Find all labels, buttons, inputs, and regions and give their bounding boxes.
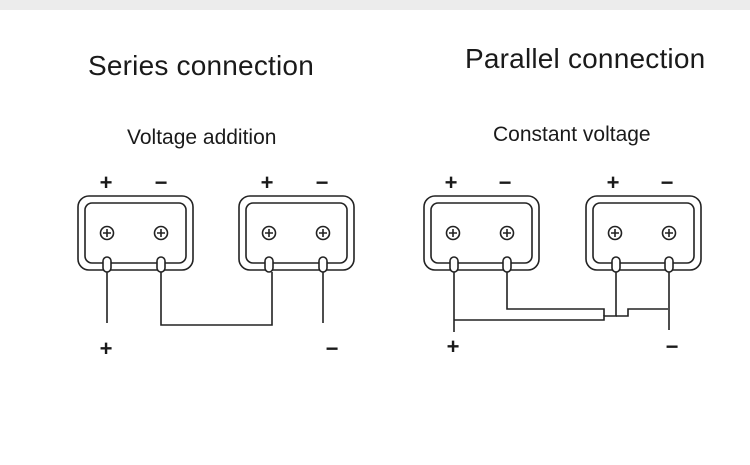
parallel-battery-left-positive-label: + [444, 170, 458, 195]
series-battery-left-positive-terminal-icon [99, 225, 115, 241]
series-output-positive-label: + [99, 336, 113, 361]
parallel-battery-right-positive-label: + [606, 170, 620, 195]
series-battery-right-neg-lead [318, 256, 328, 273]
parallel-output-positive-label: + [446, 334, 460, 359]
series-subtitle: Voltage addition [127, 126, 277, 149]
series-battery-right [238, 195, 355, 271]
series-battery-left-pos-lead [102, 256, 112, 273]
series-battery-left-negative-terminal-icon [153, 225, 169, 241]
series-battery-right-positive-label: + [260, 170, 274, 195]
parallel-output-negative-label: − [665, 334, 679, 359]
series-link-wire [160, 272, 273, 326]
series-battery-right-negative-terminal-icon [315, 225, 331, 241]
parallel-battery-right-negative-terminal-icon [661, 225, 677, 241]
parallel-battery-left-negative-label: − [498, 170, 512, 195]
series-battery-left-negative-label: − [154, 170, 168, 195]
parallel-battery-right-neg-lead [664, 256, 674, 273]
series-battery-right-pos-lead [264, 256, 274, 273]
parallel-positive-bus-wire [454, 272, 617, 321]
parallel-battery-left-positive-terminal-icon [445, 225, 461, 241]
parallel-title: Parallel connection [465, 43, 706, 74]
parallel-negative-bus-wire [506, 272, 668, 317]
parallel-battery-left-pos-lead [449, 256, 459, 273]
series-battery-left-neg-lead [156, 256, 166, 273]
parallel-battery-left-neg-lead [502, 256, 512, 273]
series-battery-left [77, 195, 194, 271]
parallel-battery-left-negative-terminal-icon [499, 225, 515, 241]
parallel-battery-right [585, 195, 702, 271]
series-battery-right-negative-label: − [315, 170, 329, 195]
parallel-battery-right-pos-lead [611, 256, 621, 273]
top-bar [0, 0, 750, 10]
parallel-battery-right-negative-label: − [660, 170, 674, 195]
series-title: Series connection [88, 50, 314, 81]
series-battery-right-positive-terminal-icon [261, 225, 277, 241]
parallel-battery-left [423, 195, 540, 271]
parallel-battery-right-positive-terminal-icon [607, 225, 623, 241]
series-output-negative-label: − [325, 336, 339, 361]
series-battery-left-positive-label: + [99, 170, 113, 195]
parallel-subtitle: Constant voltage [493, 123, 651, 146]
